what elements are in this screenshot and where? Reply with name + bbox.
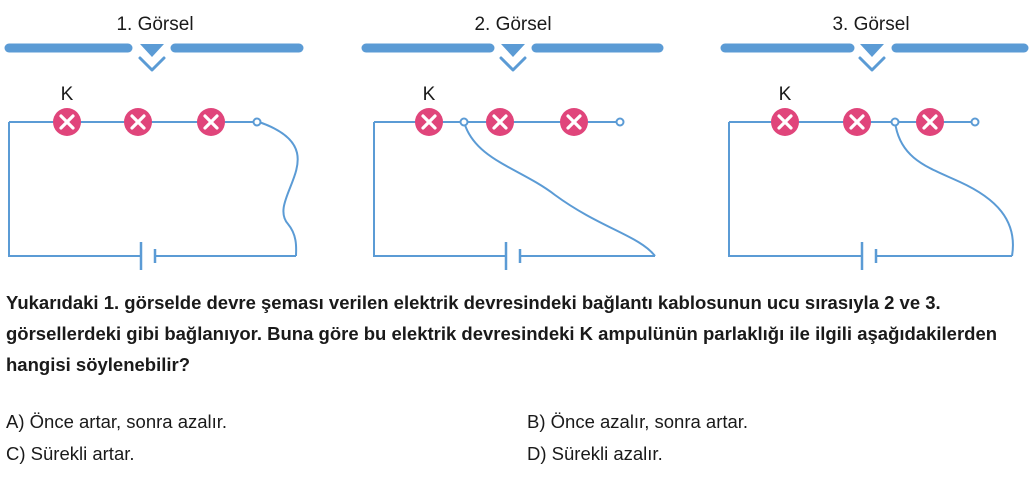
circuit-diagram: 1. Görsel K 2. Görsel K bbox=[4, 14, 1029, 270]
option-b[interactable]: B) Önce azalır, sonra artar. bbox=[527, 411, 749, 432]
panel-1-bulb-2 bbox=[124, 108, 152, 136]
panel-3: 3. Görsel K bbox=[720, 14, 1029, 270]
panel-3-connection-cable bbox=[894, 121, 1014, 257]
panel-2: 2. Görsel K bbox=[361, 14, 664, 270]
panel-1-bulb-k-label: K bbox=[61, 84, 74, 105]
panel-2-chevron-down-icon bbox=[499, 56, 527, 72]
question-text: Yukarıdaki 1. görselde devre şeması veri… bbox=[6, 292, 998, 375]
panel-1-cable-end-terminal bbox=[252, 117, 262, 127]
panel-3-bulb-2 bbox=[843, 108, 871, 136]
option-d[interactable]: D) Sürekli azalır. bbox=[527, 443, 663, 464]
panel-2-title: 2. Görsel bbox=[474, 14, 551, 35]
panel-1-pointer-triangle bbox=[140, 44, 164, 57]
panel-2-bulb-3 bbox=[560, 108, 588, 136]
panel-3-chevron-down-icon bbox=[858, 56, 886, 72]
panel-3-open-terminal bbox=[970, 117, 980, 127]
panel-1-circuit-wire bbox=[8, 121, 296, 257]
panel-3-title: 3. Görsel bbox=[832, 14, 909, 35]
panel-2-circuit-wire bbox=[373, 121, 655, 257]
panel-3-bulb-3 bbox=[916, 108, 944, 136]
panel-3-cable-end-terminal bbox=[890, 117, 900, 127]
panel-1: 1. Görsel K bbox=[4, 14, 304, 270]
option-c[interactable]: C) Sürekli artar. bbox=[6, 443, 135, 464]
panel-2-bulb-k bbox=[415, 108, 443, 136]
panel-2-connection-cable bbox=[463, 121, 656, 257]
panel-2-cable-end-terminal bbox=[459, 117, 469, 127]
panel-2-pointer-triangle bbox=[501, 44, 525, 57]
panel-3-pointer-triangle bbox=[860, 44, 884, 57]
panel-1-chevron-down-icon bbox=[138, 56, 166, 72]
panel-2-bulb-2 bbox=[486, 108, 514, 136]
panel-2-open-terminal bbox=[615, 117, 625, 127]
panel-3-circuit-wire bbox=[728, 121, 1012, 257]
panel-1-title: 1. Görsel bbox=[116, 14, 193, 35]
option-a[interactable]: A) Önce artar, sonra azalır. bbox=[6, 411, 228, 432]
panel-3-bulb-k bbox=[771, 108, 799, 136]
panel-1-bulb-3 bbox=[197, 108, 225, 136]
panel-1-connection-cable bbox=[258, 121, 299, 257]
panel-3-bulb-k-label: K bbox=[779, 84, 792, 105]
panel-2-bulb-k-label: K bbox=[423, 84, 436, 105]
panel-1-bulb-k bbox=[53, 108, 81, 136]
